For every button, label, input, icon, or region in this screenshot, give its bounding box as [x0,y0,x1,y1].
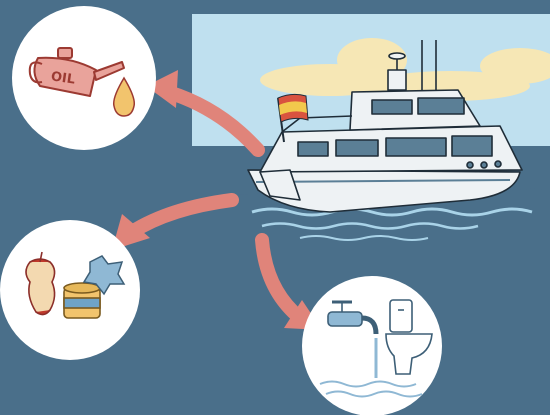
apple-core-icon [25,251,56,316]
oil-drop-icon [112,76,136,117]
toilet-icon [385,299,433,375]
faucet-icon [327,300,379,378]
oil-can-icon [28,47,125,97]
oil-can-label: OIL [50,69,76,87]
arrow-to-oil [146,70,265,157]
tin-can-icon [63,282,101,319]
arrow-to-waste [112,193,239,250]
crumpled-foil-icon [82,255,126,296]
yacht-icon [247,40,523,213]
spanish-flag-icon [277,93,309,143]
sewage-water [319,380,423,398]
